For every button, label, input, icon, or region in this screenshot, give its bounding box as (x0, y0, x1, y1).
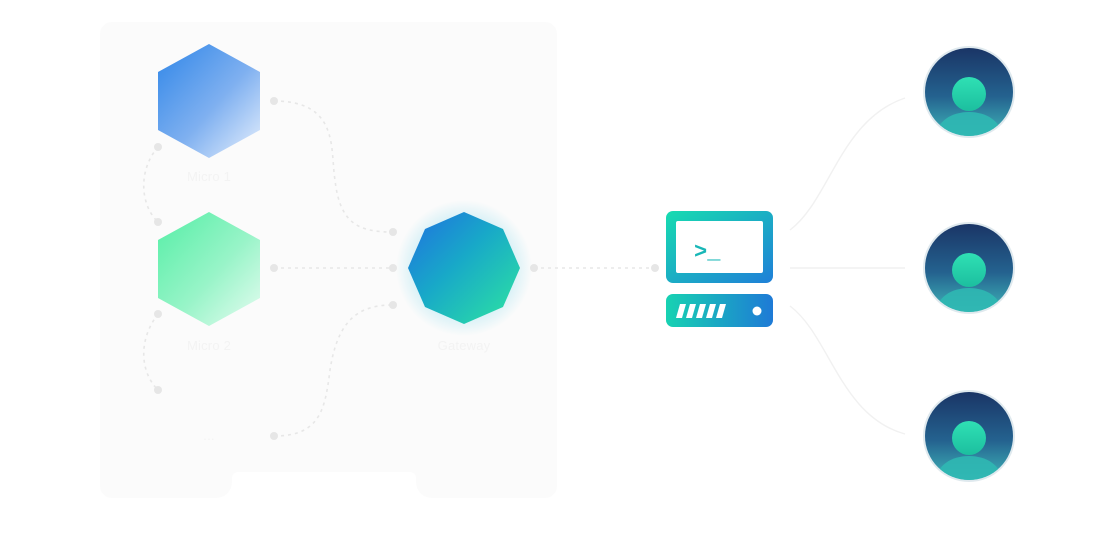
service-label: Micro 2 (187, 338, 231, 353)
gateway-terminal-connector (530, 264, 659, 272)
terminal-server-icon: >_ (666, 211, 773, 327)
user-avatar-icon (923, 46, 1015, 138)
service-node-micro-1: Micro 1 (158, 44, 260, 184)
client-connectors (789, 97, 906, 435)
blue-hexagon-icon (158, 44, 260, 158)
octagon-gateway-icon (408, 212, 520, 324)
client-avatar-2 (923, 222, 1015, 314)
green-hexagon-icon (158, 212, 260, 326)
user-avatar-icon (923, 222, 1015, 314)
gateway-label: Gateway (438, 338, 491, 353)
user-avatar-icon (923, 390, 1015, 482)
gateway-node: Gateway (396, 200, 532, 353)
service-connectors (142, 97, 397, 440)
client-avatar-1 (923, 46, 1015, 138)
client-avatar-3 (923, 390, 1015, 482)
service-label: Micro 1 (187, 169, 231, 184)
more-services-label: ... (203, 428, 214, 443)
service-node-micro-2: Micro 2 (158, 212, 260, 353)
terminal-prompt: >_ (694, 240, 721, 265)
